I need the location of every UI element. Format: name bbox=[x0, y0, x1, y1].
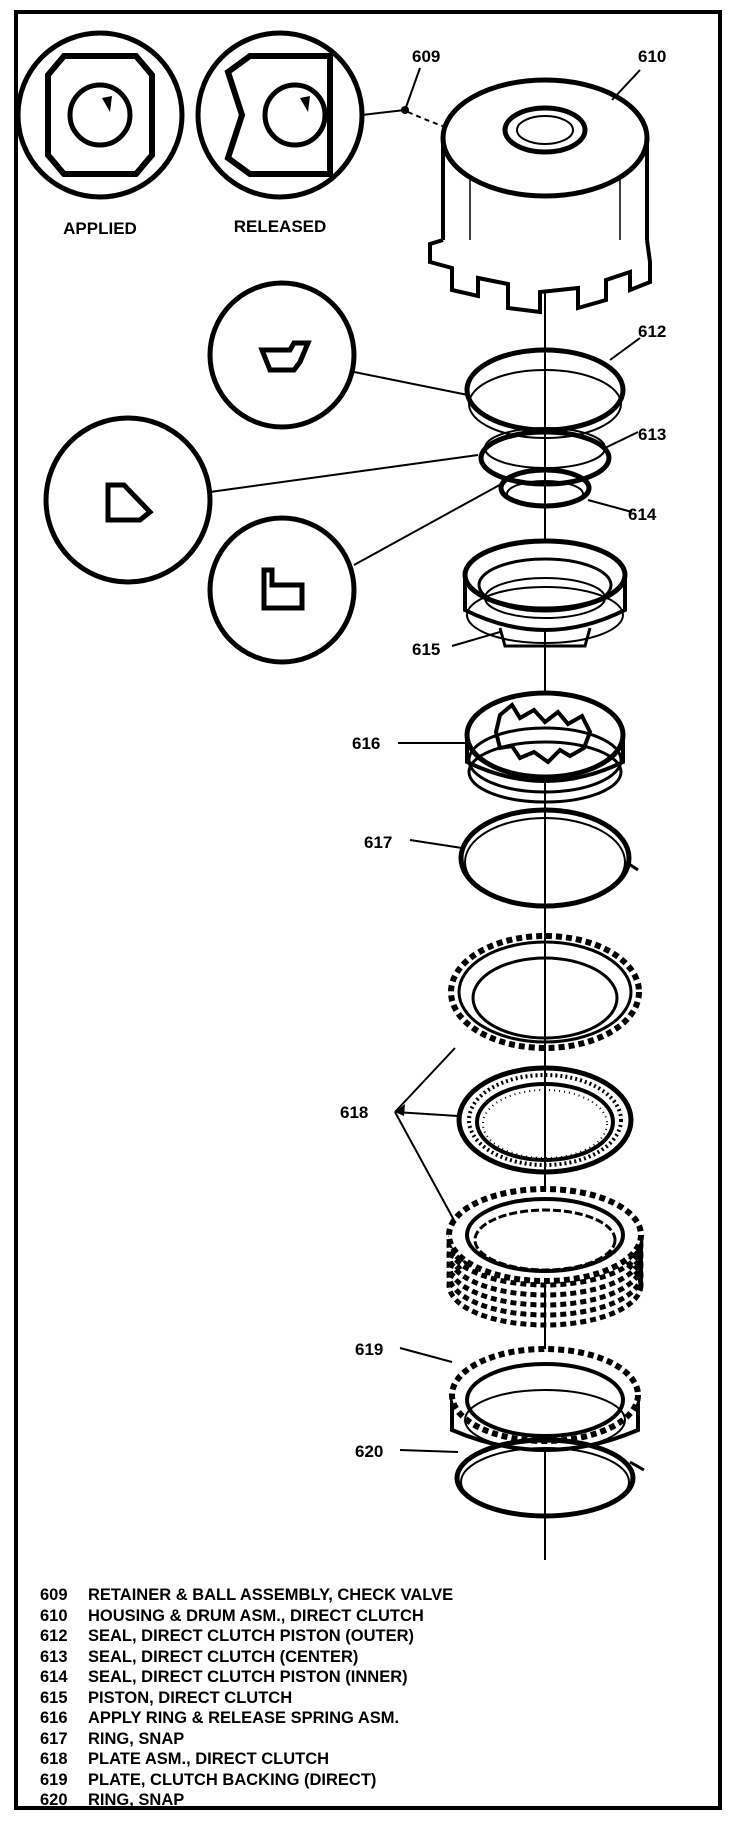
legend-row: 620 RING, SNAP bbox=[40, 1790, 700, 1811]
legend-part-number: 612 bbox=[40, 1627, 68, 1645]
callout-613: 613 bbox=[638, 425, 666, 444]
piston-615 bbox=[462, 538, 628, 648]
seal-612-detail bbox=[207, 280, 469, 430]
legend-part-number: 620 bbox=[40, 1791, 68, 1809]
legend-part-description: SEAL, DIRECT CLUTCH (CENTER) bbox=[88, 1647, 359, 1666]
callout-618: 618 bbox=[340, 1103, 368, 1122]
legend-part-number: 618 bbox=[40, 1750, 68, 1768]
legend-row: 618 PLATE ASM., DIRECT CLUTCH bbox=[40, 1749, 700, 1770]
legend-row: 617 RING, SNAP bbox=[40, 1729, 700, 1750]
legend-row: 612 SEAL, DIRECT CLUTCH PISTON (OUTER) bbox=[40, 1626, 700, 1647]
legend-row: 616 APPLY RING & RELEASE SPRING ASM. bbox=[40, 1708, 700, 1729]
seal-inner-614 bbox=[498, 467, 592, 509]
legend-part-description: SEAL, DIRECT CLUTCH PISTON (INNER) bbox=[88, 1668, 408, 1686]
legend-row: 609 RETAINER & BALL ASSEMBLY, CHECK VALVE bbox=[40, 1585, 700, 1606]
legend-part-description: APPLY RING & RELEASE SPRING ASM. bbox=[88, 1709, 400, 1727]
applied-caption: APPLIED bbox=[63, 219, 137, 238]
backing-plate-619 bbox=[449, 1346, 641, 1452]
legend-row: 614 SEAL, DIRECT CLUTCH PISTON (INNER) bbox=[40, 1667, 700, 1688]
seal-614-detail bbox=[207, 481, 506, 665]
legend-part-description: RING, SNAP bbox=[88, 1729, 185, 1748]
seal-613-detail bbox=[43, 415, 479, 585]
legend-part-number: 617 bbox=[40, 1729, 68, 1748]
callout-612: 612 bbox=[638, 322, 666, 341]
snap-ring-617 bbox=[458, 807, 639, 909]
applied-detail bbox=[15, 30, 185, 200]
legend-part-number: 619 bbox=[40, 1770, 68, 1789]
diagram-frame bbox=[14, 10, 722, 1810]
legend-part-description: PISTON, DIRECT CLUTCH bbox=[88, 1688, 293, 1707]
legend-part-number: 615 bbox=[40, 1688, 68, 1707]
legend-part-number: 613 bbox=[40, 1647, 68, 1666]
legend-part-description: PLATE, CLUTCH BACKING (DIRECT) bbox=[88, 1770, 377, 1789]
exploded-view-diagram: APPLIED RELEASED 609 610 612 bbox=[15, 30, 666, 1560]
legend-part-description: RETAINER & BALL ASSEMBLY, CHECK VALVE bbox=[88, 1586, 454, 1604]
legend-part-number: 614 bbox=[40, 1668, 68, 1686]
legend-part-description: SEAL, DIRECT CLUTCH PISTON (OUTER) bbox=[88, 1627, 415, 1645]
released-caption: RELEASED bbox=[234, 217, 327, 236]
legend-part-number: 616 bbox=[40, 1709, 68, 1727]
callout-617: 617 bbox=[364, 833, 392, 852]
legend-row: 615 PISTON, DIRECT CLUTCH bbox=[40, 1688, 700, 1709]
callout-609: 609 bbox=[412, 47, 440, 66]
callout-616: 616 bbox=[352, 734, 380, 753]
callout-619: 619 bbox=[355, 1340, 383, 1359]
legend-part-number: 610 bbox=[40, 1606, 68, 1625]
callout-620: 620 bbox=[355, 1442, 383, 1461]
apply-ring-616 bbox=[464, 690, 626, 804]
snap-ring-620 bbox=[454, 1437, 645, 1519]
legend-part-number: 609 bbox=[40, 1586, 68, 1604]
clutch-plate-steel-618 bbox=[448, 933, 642, 1051]
parts-legend: 609 RETAINER & BALL ASSEMBLY, CHECK VALVE… bbox=[40, 1585, 700, 1811]
legend-row: 619 PLATE, CLUTCH BACKING (DIRECT) bbox=[40, 1770, 700, 1791]
legend-part-description: PLATE ASM., DIRECT CLUTCH bbox=[88, 1750, 330, 1768]
released-detail bbox=[195, 30, 365, 200]
callout-610: 610 bbox=[638, 47, 666, 66]
clutch-plate-fiber-618 bbox=[456, 1065, 634, 1175]
callout-614: 614 bbox=[628, 505, 657, 524]
clutch-plate-stack-618 bbox=[446, 1186, 644, 1328]
legend-part-description: RING, SNAP bbox=[88, 1791, 185, 1809]
legend-part-description: HOUSING & DRUM ASM., DIRECT CLUTCH bbox=[88, 1606, 424, 1625]
legend-row: 613 SEAL, DIRECT CLUTCH (CENTER) bbox=[40, 1647, 700, 1668]
housing-drum-part bbox=[428, 77, 652, 315]
callout-615: 615 bbox=[412, 640, 440, 659]
legend-row: 610 HOUSING & DRUM ASM., DIRECT CLUTCH bbox=[40, 1606, 700, 1627]
